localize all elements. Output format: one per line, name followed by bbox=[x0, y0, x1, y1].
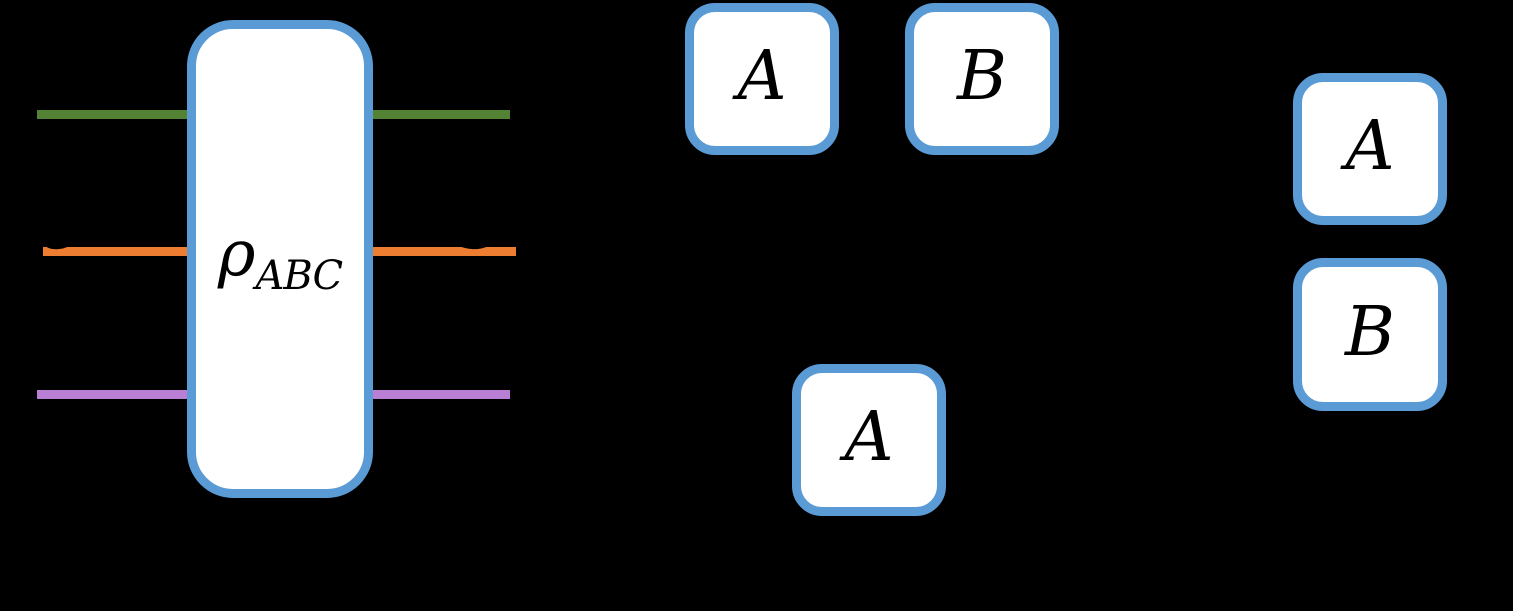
state-box-rho-abc: ρABC bbox=[187, 20, 373, 498]
box-bottom-a-label: A bbox=[844, 398, 894, 477]
box-right-a-label: A bbox=[1345, 107, 1395, 186]
box-top-a-label: A bbox=[737, 37, 787, 116]
box-top-b: B bbox=[905, 3, 1059, 155]
state-box-label: ρABC bbox=[218, 222, 343, 299]
box-bottom-a: A bbox=[792, 364, 946, 516]
box-right-a: A bbox=[1293, 73, 1447, 225]
box-top-a: A bbox=[685, 3, 839, 155]
box-right-b-label: B bbox=[1345, 292, 1395, 372]
rho-symbol: ρ bbox=[217, 217, 256, 291]
box-right-b: B bbox=[1293, 258, 1447, 411]
box-top-b-label: B bbox=[957, 37, 1007, 116]
rho-subscript: ABC bbox=[255, 253, 343, 299]
